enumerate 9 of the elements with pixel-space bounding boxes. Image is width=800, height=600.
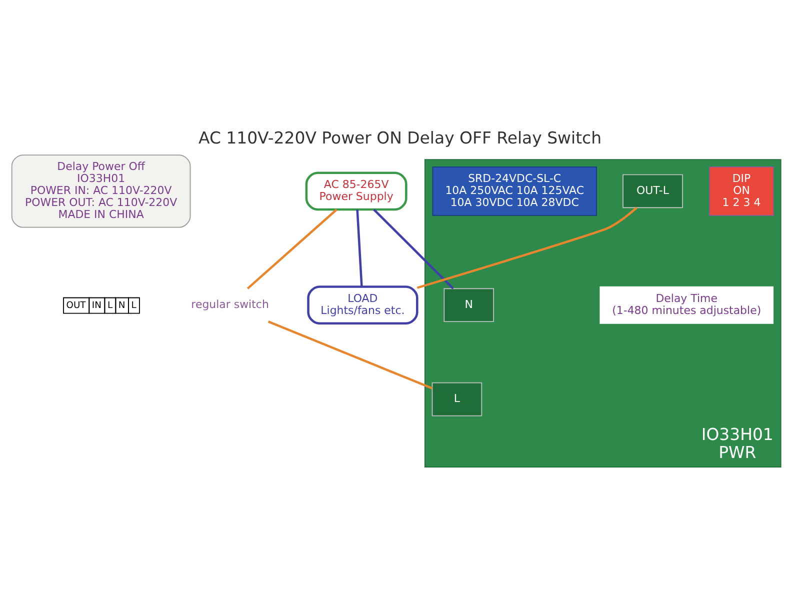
node-label: Delay Time bbox=[656, 291, 718, 304]
node-label: (1-480 minutes adjustable) bbox=[612, 303, 762, 316]
node-text: regular switch bbox=[191, 297, 269, 310]
label: N bbox=[118, 300, 126, 310]
label: L bbox=[131, 300, 136, 310]
diagram-title: AC 110V-220V Power ON Delay OFF Relay Switch bbox=[198, 128, 602, 147]
label: OUT bbox=[66, 300, 86, 310]
label: L bbox=[107, 300, 113, 310]
label: IN bbox=[92, 300, 102, 310]
